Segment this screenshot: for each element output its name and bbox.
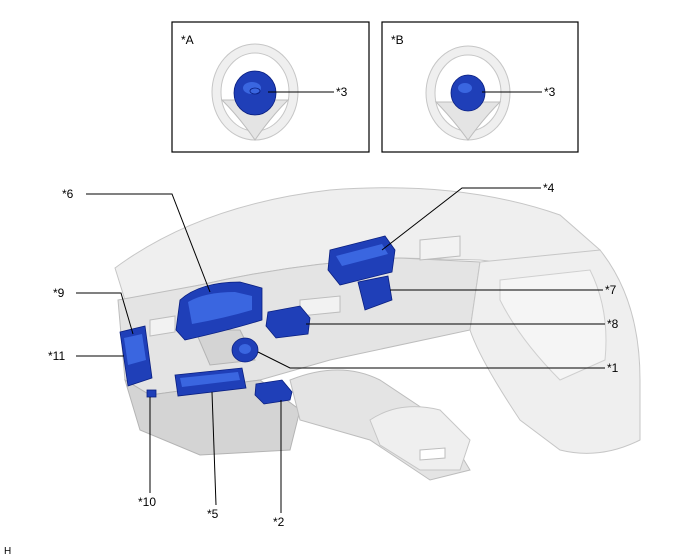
- small-sensor: [146, 389, 157, 398]
- inset-b-callout: *3: [544, 85, 556, 99]
- callout-1: *1: [607, 361, 619, 375]
- steering-wheel-b: [425, 45, 511, 141]
- rear-vent: [419, 447, 446, 461]
- inset-b-tag: *B: [391, 33, 404, 47]
- callout-7: *7: [605, 283, 617, 297]
- side-vent: [149, 315, 176, 337]
- inset-b: *B *3: [381, 21, 579, 153]
- inset-a: *A *3: [171, 21, 370, 153]
- inset-a-tag: *A: [181, 33, 194, 47]
- center-module: [265, 305, 311, 339]
- inset-a-callout: *3: [336, 85, 348, 99]
- callout-10: *10: [138, 495, 156, 509]
- callout-9: *9: [53, 286, 65, 300]
- callout-5: *5: [207, 507, 219, 521]
- callout-11: *11: [48, 349, 65, 363]
- door-trim: [499, 269, 607, 381]
- component-parts: [119, 235, 396, 405]
- airbag-sensor-assembly: [254, 379, 293, 405]
- leader-lines: [76, 187, 605, 513]
- callout-2: *2: [273, 515, 285, 529]
- corner-mark: H: [4, 546, 11, 557]
- driver-airbag-b: [450, 74, 486, 112]
- passenger-airbag-bracket: [357, 275, 393, 311]
- steering-wheel-a: [211, 43, 299, 141]
- callout-6: *6: [62, 187, 74, 201]
- passenger-vent: [419, 235, 461, 261]
- callout-8: *8: [607, 317, 619, 331]
- callout-4: *4: [543, 181, 555, 195]
- callout-labels: *6 *4 *9 *7 *8 *11 *1 *10 *5 *2: [48, 181, 619, 529]
